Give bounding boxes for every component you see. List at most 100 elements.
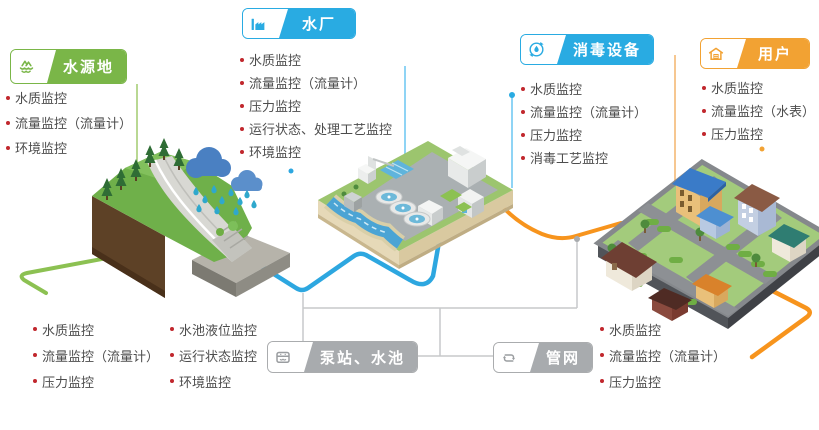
monitor-item: 水池液位监控 — [170, 316, 257, 342]
monitor-item-label: 运行状态、处理工艺监控 — [249, 123, 393, 138]
bullet-dot — [33, 353, 37, 357]
blue-dot — [509, 92, 515, 98]
monitor-item: 水质监控 — [33, 316, 159, 342]
blue-dot — [288, 168, 294, 174]
city-illustration — [593, 158, 819, 329]
bullet-dot — [702, 131, 706, 136]
monitor-item-label: 水质监控 — [711, 82, 764, 97]
badge-label: 用户 — [737, 39, 809, 68]
outflow-line-orange — [749, 280, 812, 360]
bullet-dot — [33, 327, 37, 331]
monitor-item-label: 水质监控 — [530, 83, 583, 98]
monitor-item-label: 流量监控（流量计） — [15, 117, 133, 132]
bullet-dot — [240, 103, 244, 108]
bullet-dot — [240, 149, 244, 154]
monitor-item: 水质监控 — [521, 77, 647, 100]
bullet-dot — [600, 379, 604, 383]
badge-water-source: 水源地 — [10, 49, 128, 84]
monitor-item-label: 流量监控（流量计） — [42, 349, 160, 365]
bullet-dot — [240, 126, 244, 131]
monitor-item: 压力监控 — [600, 368, 726, 394]
badge-users: 用户 — [700, 38, 810, 69]
plant-to-city-line-orange — [498, 202, 623, 241]
droplet-recycle-icon — [521, 35, 551, 64]
monitor-item: 环境监控 — [240, 140, 392, 163]
mountain-water-icon — [11, 50, 41, 83]
gray-connector-network — [302, 240, 578, 357]
bullet-dot — [170, 327, 174, 331]
rain-cloud — [186, 147, 263, 216]
monitor-item-label: 流量监控（流量计） — [609, 349, 727, 365]
badge-water-plant: 水厂 — [242, 8, 356, 39]
dam-illustration — [92, 138, 290, 298]
marker-dots — [288, 92, 765, 242]
bullet-dot — [170, 353, 174, 357]
house-icon — [701, 39, 731, 68]
pump-monitor-list-left: 水质监控 流量监控（流量计） 压力监控 — [33, 316, 159, 394]
vertical-connectors — [136, 55, 676, 188]
factory-icon — [243, 9, 273, 38]
bullet-dot — [521, 86, 525, 91]
pump-monitor-list-right: 水池液位监控 运行状态监控 环境监控 — [170, 316, 257, 394]
monitor-item-label: 水质监控 — [249, 54, 302, 69]
badge-label: 消毒设备 — [557, 35, 654, 64]
monitor-item-label: 环境监控 — [15, 142, 68, 157]
badge-label: 管网 — [530, 343, 593, 372]
user-monitor-list: 水质监控 流量监控（水表） 压力监控 — [702, 76, 815, 145]
bullet-dot — [702, 85, 706, 90]
monitor-item: 水质监控 — [240, 48, 392, 71]
bullet-dot — [702, 108, 706, 113]
monitor-item-label: 水池液位监控 — [179, 323, 258, 339]
monitor-item-label: 压力监控 — [42, 375, 95, 391]
bullet-dot — [6, 145, 10, 150]
disinfection-monitor-list: 水质监控 流量监控（流量计） 压力监控 消毒工艺监控 — [521, 77, 647, 169]
water-plant-illustration — [318, 141, 513, 269]
badge-disinfection: 消毒设备 — [520, 34, 655, 65]
monitor-item: 环境监控 — [170, 368, 257, 394]
monitor-item: 流量监控（流量计） — [33, 342, 159, 368]
bullet-dot — [33, 379, 37, 383]
bullet-dot — [521, 132, 525, 137]
monitor-item-label: 运行状态监控 — [179, 349, 258, 365]
monitor-item: 流量监控（流量计） — [6, 110, 132, 135]
network-monitor-list: 水质监控 流量监控（流量计） 压力监控 — [600, 316, 726, 394]
badge-label: 泵站、水池 — [304, 342, 418, 372]
monitor-item: 压力监控 — [240, 94, 392, 117]
monitor-item: 流量监控（流量计） — [600, 342, 726, 368]
badge-label: 水源地 — [47, 50, 127, 83]
inflow-line-green — [19, 248, 152, 295]
monitor-item-label: 压力监控 — [609, 375, 662, 391]
monitor-item: 压力监控 — [521, 123, 647, 146]
monitor-item-label: 压力监控 — [711, 128, 764, 143]
monitor-item: 运行状态、处理工艺监控 — [240, 117, 392, 140]
bullet-dot — [521, 109, 525, 114]
bullet-dot — [6, 120, 10, 125]
bullet-dot — [600, 327, 604, 331]
monitor-item-label: 流量监控（流量计） — [530, 106, 648, 121]
bullet-dot — [170, 379, 174, 383]
source-to-plant-line-blue — [239, 239, 442, 293]
monitor-item-label: 消毒工艺监控 — [530, 152, 609, 167]
plant-monitor-list: 水质监控 流量监控（流量计） 压力监控 运行状态、处理工艺监控 环境监控 — [240, 48, 392, 163]
monitor-item: 消毒工艺监控 — [521, 146, 647, 169]
bullet-dot — [6, 95, 10, 100]
monitor-item: 流量监控（流量计） — [521, 100, 647, 123]
badge-pipe-network: 管网 — [493, 342, 594, 373]
monitor-item: 水质监控 — [600, 316, 726, 342]
monitor-item: 压力监控 — [33, 368, 159, 394]
pump-tank-icon — [268, 342, 298, 372]
bullet-dot — [521, 155, 525, 160]
badge-label: 水厂 — [279, 9, 355, 38]
monitor-item-label: 压力监控 — [249, 100, 302, 115]
orange-dot — [759, 146, 765, 152]
monitor-item-label: 环境监控 — [249, 146, 302, 161]
bullet-dot — [240, 80, 244, 85]
monitor-item: 水质监控 — [6, 85, 132, 110]
monitor-item: 水质监控 — [702, 76, 815, 99]
monitor-item-label: 流量监控（水表） — [711, 105, 816, 120]
monitor-item-label: 水质监控 — [15, 92, 68, 107]
monitor-item: 运行状态监控 — [170, 342, 257, 368]
monitor-item: 环境监控 — [6, 135, 132, 160]
monitor-item-label: 水质监控 — [42, 323, 95, 339]
